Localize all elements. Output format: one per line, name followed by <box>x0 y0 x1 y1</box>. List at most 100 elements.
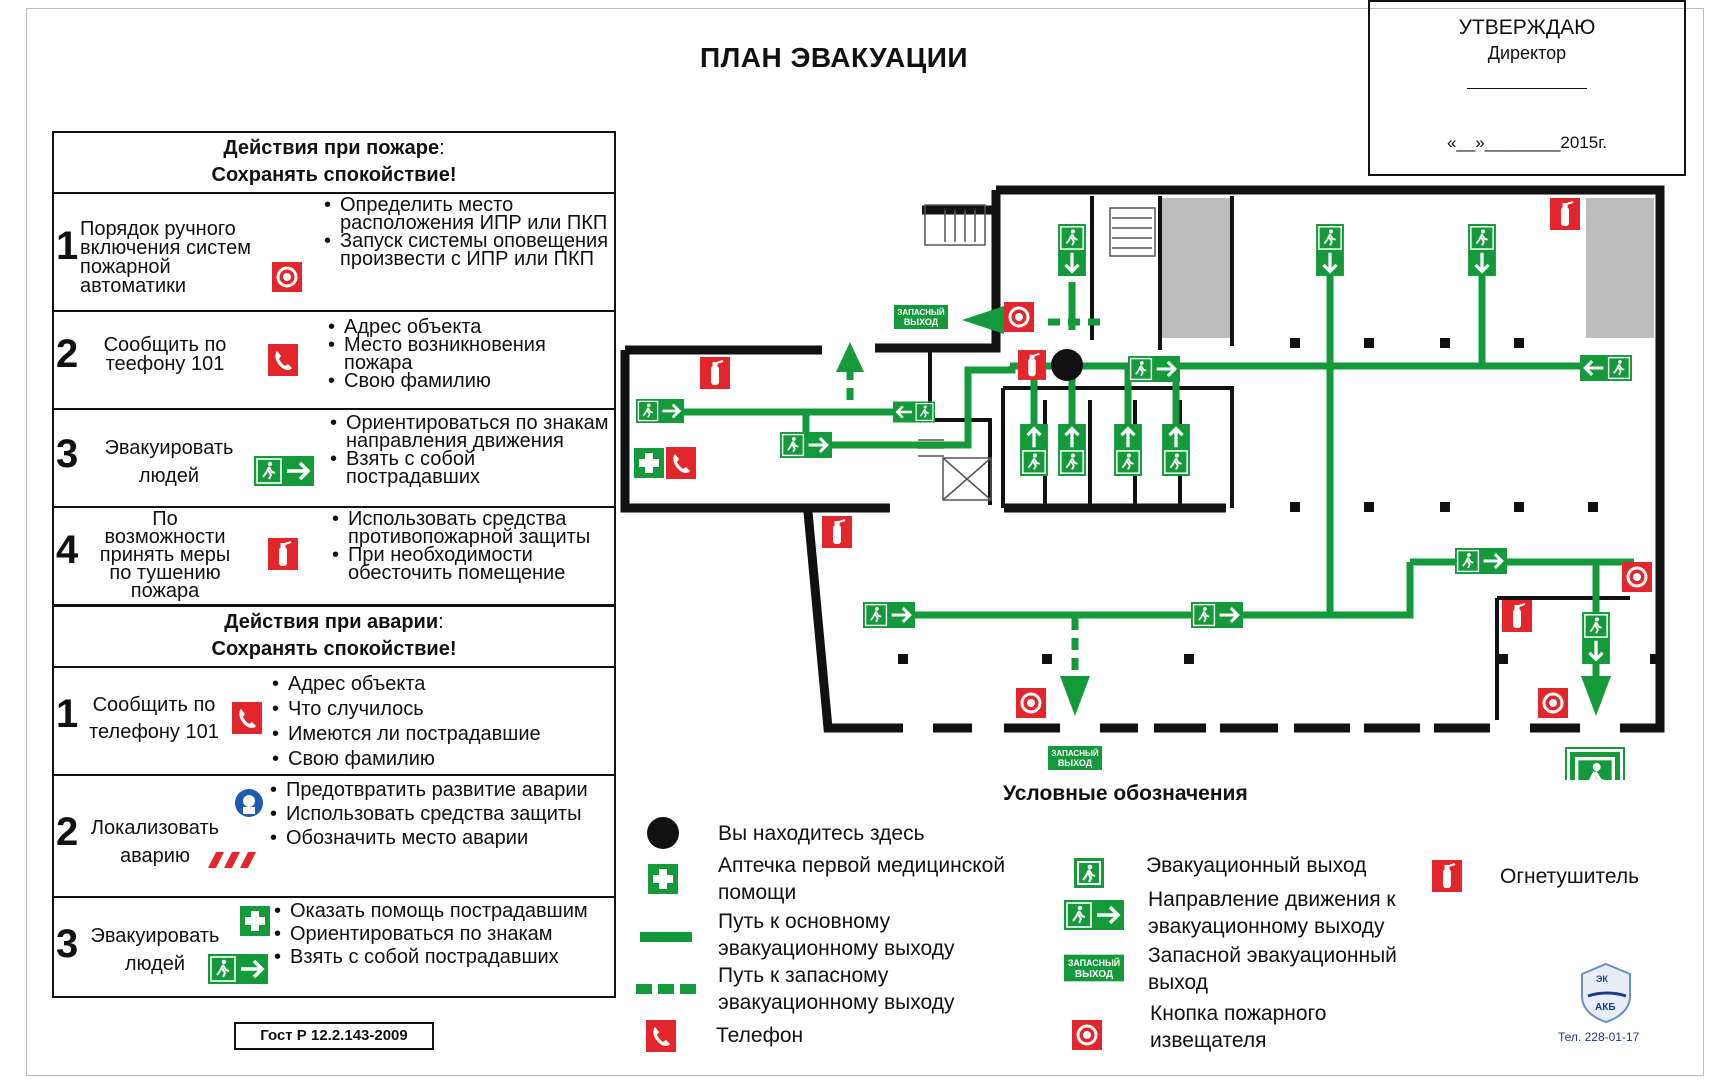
reserve-exit-sign <box>894 305 948 329</box>
accident-row-1: 1 Сообщить по телефону 101 Адрес объекта… <box>54 668 614 776</box>
fire-alarm-button-icon <box>1538 688 1568 718</box>
approval-role: Директор <box>1487 43 1567 63</box>
fire-alarm-button-icon <box>1622 562 1652 592</box>
company-phone: Тел. 228-01-17 <box>1558 1030 1640 1044</box>
fire-alarm-button-icon <box>1016 688 1046 718</box>
exit-direction-down-icon <box>1058 224 1086 276</box>
exit-direction-right-icon <box>1190 602 1244 628</box>
svg-text:ЭК: ЭК <box>1596 974 1608 984</box>
exit-direction-right-icon <box>252 456 316 486</box>
legend-direction: Направление движения к эвакуационному вы… <box>1148 888 1396 938</box>
legend-you-are-here: Вы находитесь здесь <box>718 822 925 845</box>
exit-direction-right-icon <box>1128 356 1180 382</box>
fire-alarm-button-icon <box>272 262 302 292</box>
bullet-item: Оказать помощь пострадавшим <box>272 900 612 923</box>
fire-table-header: Действия при пожаре: Сохранять спокойств… <box>54 133 614 194</box>
accident-row-3: 3 Эвакуировать людей Оказать помощь пост… <box>54 898 614 996</box>
row-number: 3 <box>56 432 79 476</box>
phone-icon <box>268 344 298 376</box>
legend-main-path: Путь к основному эвакуационному выходу <box>718 910 955 960</box>
bullet-item: Ориентироваться по знакам направления дв… <box>328 413 610 451</box>
reserve-exit-sign <box>1048 746 1102 770</box>
legend-extinguisher: Огнетушитель <box>1500 865 1640 888</box>
exit-direction-right-icon <box>780 432 832 458</box>
row-label: Эвакуировать людей <box>90 925 220 975</box>
approval-date: «__»________2015г. <box>1446 133 1608 152</box>
fire-alarm-button-icon <box>1004 302 1034 332</box>
row-number: 2 <box>56 810 79 854</box>
bullet-item: Использовать средства противопожарной за… <box>330 509 612 547</box>
hazard-tape-icon <box>208 852 256 868</box>
exit-direction-down-icon <box>1582 612 1610 664</box>
you-are-here-icon <box>647 817 679 849</box>
wall <box>875 190 1001 353</box>
route-arrow <box>1581 676 1611 716</box>
gost-standard-label: Гост Р 12.2.143-2009 <box>234 1022 434 1050</box>
bullet-item: При необходимости обесточить помещение <box>330 545 612 583</box>
phone-icon <box>232 702 262 734</box>
reserve-route-line-icon <box>636 984 696 994</box>
signature-line <box>1467 74 1587 89</box>
floor-plan <box>620 185 1665 780</box>
legend-title: Условные обозначения <box>1003 782 1248 805</box>
page-title: ПЛАН ЭВАКУАЦИИ <box>700 42 968 73</box>
legend-exit: Эвакуационный выход <box>1146 854 1367 877</box>
approval-title: УТВЕРЖДАЮ <box>1458 16 1596 39</box>
exit-direction-down-icon <box>1316 224 1344 276</box>
fire-row-4: 4 По возможности принять меры по тушению… <box>54 508 614 604</box>
main-route <box>1030 366 1180 432</box>
row-label: Локализовать аварию <box>90 817 220 867</box>
exit-sign-icon <box>1074 858 1104 888</box>
exit-direction-left-icon <box>893 400 935 424</box>
company-logo: ЭК АКБ <box>1581 962 1631 1024</box>
route-arrow <box>1060 676 1090 716</box>
first-aid-icon <box>648 864 678 894</box>
exit-direction-right-icon <box>206 954 270 984</box>
accident-header-title: Действия при аварии <box>224 611 439 633</box>
legend-first-aid: Аптечка первой медицинской помощи <box>718 854 1006 904</box>
exit-direction-left-icon <box>1580 355 1632 381</box>
wall <box>1495 596 1630 720</box>
row-label: Сообщить по телефону 101 <box>89 694 219 743</box>
route-arrow <box>962 306 1004 334</box>
fire-extinguisher-icon <box>700 357 730 389</box>
fire-extinguisher-icon <box>1502 600 1532 632</box>
fire-extinguisher-icon <box>1018 350 1046 380</box>
svg-text:АКБ: АКБ <box>1595 1002 1616 1013</box>
exit-direction-right-icon <box>1454 548 1508 574</box>
bullet-item: Использовать средства защиты <box>268 802 612 826</box>
main-exit-sign <box>1570 752 1620 780</box>
exit-direction-up-icon <box>1058 424 1086 476</box>
accident-header-sub: Сохранять спокойствие! <box>211 638 457 660</box>
bullet-item: Свою фамилию <box>270 747 610 772</box>
route-arrow <box>836 342 864 372</box>
exit-direction-up-icon <box>1114 424 1142 476</box>
row-label: Эвакуировать людей <box>104 437 234 487</box>
fire-extinguisher-icon <box>1550 198 1580 230</box>
bullet-item: Взять с собой пострадавших <box>272 946 612 969</box>
exit-direction-right-icon <box>1064 900 1124 930</box>
first-aid-icon <box>634 448 664 478</box>
protective-equipment-icon <box>235 789 263 817</box>
page-frame <box>26 8 1704 1076</box>
fire-row-3: 3 Эвакуировать людей Ориентироваться по … <box>54 410 614 508</box>
row-label: Порядок ручного включения систем пожарно… <box>80 218 251 297</box>
row-number: 1 <box>56 692 79 736</box>
first-aid-icon <box>240 906 270 936</box>
row-number: 4 <box>56 528 79 572</box>
row-label: По возможности принять меры по тушению п… <box>99 508 231 602</box>
legend-reserve-exit: Запасной эвакуационный выход <box>1148 944 1397 994</box>
fire-header-title: Действия при пожаре <box>223 137 440 159</box>
phone-icon <box>646 1020 676 1052</box>
fire-alarm-button-icon <box>1072 1020 1102 1050</box>
legend-alarm-button: Кнопка пожарного извещателя <box>1150 1002 1327 1052</box>
wall <box>1090 196 1234 350</box>
fire-header-sub: Сохранять спокойствие! <box>211 164 457 186</box>
elevator <box>942 457 992 501</box>
exit-direction-right-icon <box>636 398 684 424</box>
fire-extinguisher-icon <box>822 516 852 548</box>
reserve-exit-sign <box>1064 954 1124 982</box>
bullet-item: Адрес объекта <box>270 672 610 697</box>
bullet-item: Обозначить место аварии <box>268 826 612 850</box>
row-label: Сообщить по теефону 101 <box>103 334 227 375</box>
